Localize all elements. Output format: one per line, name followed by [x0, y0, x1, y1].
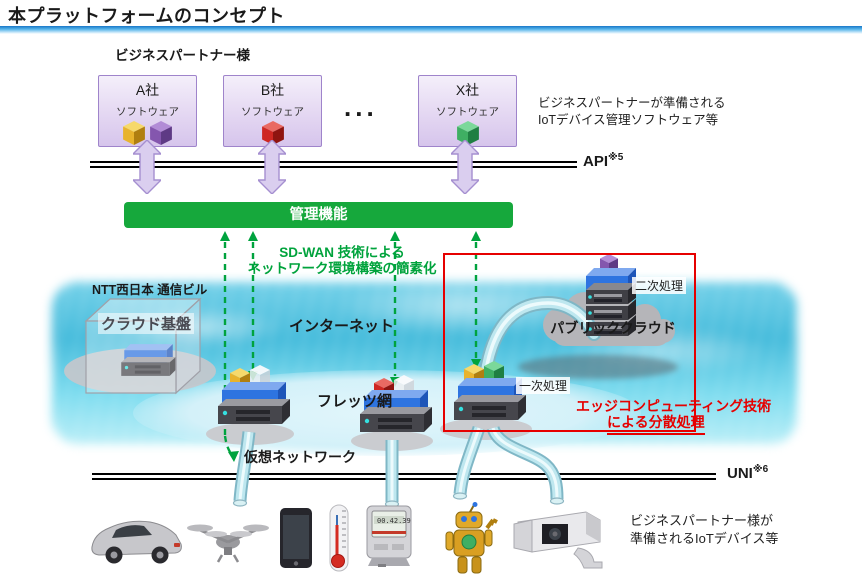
smart-meter-icon: 00.42.39	[366, 505, 412, 567]
flets-label: フレッツ網	[317, 393, 393, 410]
company-name: A社	[135, 82, 160, 98]
api-double-arrow-icon	[451, 140, 479, 194]
api-double-arrow-icon	[258, 140, 286, 194]
cloud-platform-wire-cube	[84, 297, 202, 395]
edge-note-line2: による分散処理	[607, 412, 705, 435]
management-function-bar: 管理機能	[124, 202, 513, 228]
drone-icon	[187, 524, 269, 563]
robot-icon	[445, 502, 498, 574]
software-cube-yellow-icon	[123, 121, 145, 145]
api-label: API※5	[583, 152, 624, 170]
company-name: X社	[455, 82, 480, 98]
software-cube-red-icon	[261, 121, 284, 145]
virtual-network-label: 仮想ネットワーク	[244, 449, 356, 465]
internet-label: インターネット	[289, 318, 395, 335]
software-label: ソフトウェア	[116, 106, 179, 118]
car-icon	[91, 520, 182, 564]
title-rule	[0, 26, 862, 34]
smartphone-icon	[280, 508, 312, 568]
partner-box-company-a: A社 ソフトウェア	[98, 75, 197, 147]
uni-boundary-line	[92, 473, 716, 480]
edge-server-icon	[360, 375, 432, 432]
edge-computing-highlight-box	[443, 253, 696, 432]
security-camera-icon	[513, 511, 603, 569]
api-double-arrow-icon	[133, 140, 161, 194]
partner-box-company-b: B社 ソフトウェア	[223, 75, 322, 147]
api-boundary-line	[90, 161, 577, 168]
public-cloud-label: パブリッククラウド	[550, 320, 676, 336]
secondary-processing-label: 二次処理	[632, 277, 687, 294]
ntt-building-label: NTT西日本 通信ビル	[92, 283, 208, 297]
primary-processing-label: 一次処理	[516, 377, 571, 394]
software-cube-purple-icon	[150, 121, 172, 145]
edge-server-icon	[218, 365, 290, 424]
software-label: ソフトウェア	[436, 106, 499, 118]
business-partner-heading: ビジネスパートナー様	[115, 48, 250, 63]
page-title: 本プラットフォームのコンセプト	[8, 6, 285, 26]
edge-note-line1: エッジコンピューティング技術	[576, 398, 772, 414]
thermometer-icon	[329, 504, 349, 572]
iot-devices-note: ビジネスパートナー様が 準備されるIoTデバイス等	[630, 513, 779, 546]
company-name: B社	[260, 82, 285, 98]
ellipsis-more-partners: ...	[344, 92, 378, 122]
svg-text:00.42.39: 00.42.39	[377, 517, 411, 525]
software-label: ソフトウェア	[241, 106, 304, 118]
uni-label: UNI※6	[727, 464, 769, 482]
sdwan-note: SD-WAN 技術による ネットワーク環境構築の簡素化	[247, 245, 437, 276]
partner-software-note: ビジネスパートナーが準備される IoTデバイス管理ソフトウェア等	[538, 96, 726, 127]
partner-box-company-x: X社 ソフトウェア	[418, 75, 517, 147]
cloud-platform-label: クラウド基盤	[98, 313, 195, 334]
